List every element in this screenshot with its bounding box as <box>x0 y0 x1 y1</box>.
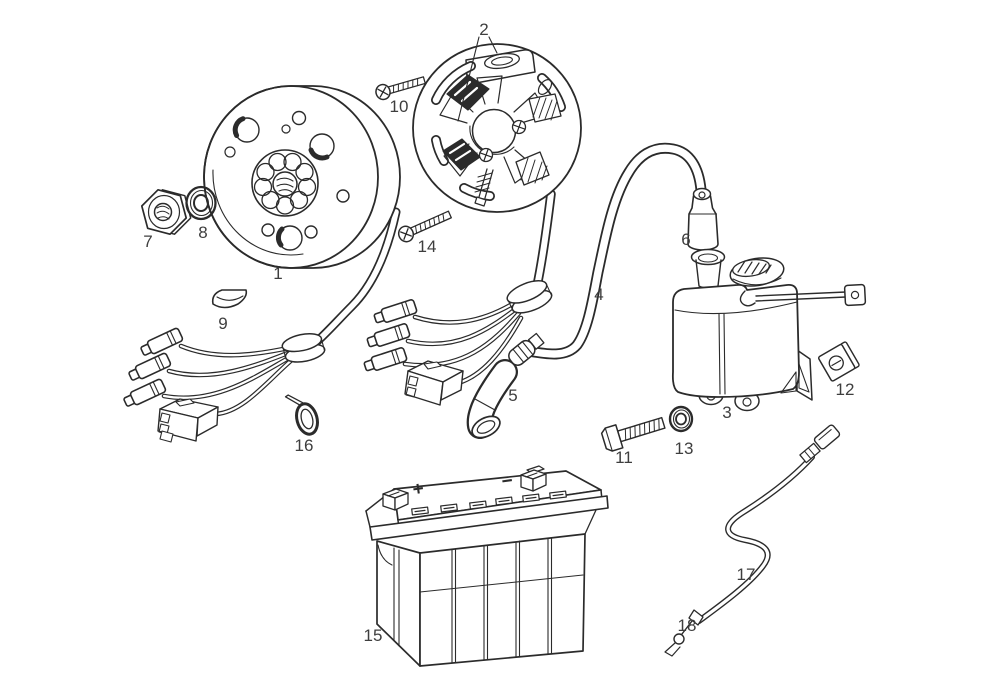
part-label-17: 17 <box>737 565 756 584</box>
ignition-coil <box>671 248 867 412</box>
spark-plug-cap <box>687 187 719 251</box>
artwork <box>123 36 867 667</box>
part-label-4: 4 <box>594 285 603 304</box>
phillips-screw <box>511 119 527 135</box>
part-label-2: 2 <box>479 20 488 39</box>
part-label-6: 6 <box>681 230 690 249</box>
part-label-5: 5 <box>508 386 517 405</box>
bullet-connector <box>373 299 418 324</box>
battery-cell-caps <box>411 490 567 516</box>
grommet <box>506 280 553 314</box>
battery-positive-mark: + <box>411 478 425 500</box>
bullet-connector <box>128 352 172 381</box>
battery-negative-terminal <box>520 465 547 492</box>
wiring-harness-left <box>123 207 401 443</box>
phillips-screw <box>478 147 494 163</box>
battery <box>365 465 609 667</box>
part-label-9: 9 <box>218 314 227 333</box>
bullet-connector <box>366 323 411 348</box>
battery-positive-terminal <box>382 488 409 511</box>
part-label-13: 13 <box>675 439 694 458</box>
woodruff-key <box>211 289 248 309</box>
part-label-15: 15 <box>364 626 383 645</box>
screw-10 <box>375 76 426 101</box>
part-label-16: 16 <box>295 436 314 455</box>
grommet <box>281 333 326 363</box>
part-label-18: 18 <box>678 616 697 635</box>
bullet-connector <box>123 378 167 407</box>
part-label-10: 10 <box>390 97 409 116</box>
cable-clamp <box>284 394 319 436</box>
washer-8 <box>185 185 217 221</box>
multipin-connector <box>157 398 219 443</box>
washer-13 <box>668 405 694 433</box>
part-label-3: 3 <box>722 403 731 422</box>
spark-plug-cable <box>466 142 707 439</box>
ground-cable <box>664 424 841 657</box>
part-label-11: 11 <box>615 448 633 467</box>
part-label-1: 1 <box>273 264 282 283</box>
battery-negative-mark: − <box>500 470 514 492</box>
flywheel-rotor <box>203 85 401 269</box>
multipin-connector <box>404 360 464 406</box>
bullet-connector <box>140 327 184 356</box>
cable-end-terminal <box>813 424 841 450</box>
terminal-lead <box>739 283 867 307</box>
flywheel-nut <box>140 188 192 236</box>
part-label-8: 8 <box>198 223 207 242</box>
part-labels: 1 2 3 4 5 6 7 8 9 10 11 12 13 14 15 16 1… <box>143 20 854 645</box>
cable-joint <box>508 332 545 366</box>
stator-plate <box>412 43 582 213</box>
battery-polarity-marks: + − <box>411 470 514 500</box>
part-label-7: 7 <box>143 232 152 251</box>
cable-terminal-18 <box>664 609 704 657</box>
leader-line-2 <box>457 36 498 122</box>
wiring-harness-middle <box>363 189 556 406</box>
part-label-14: 14 <box>418 237 437 256</box>
screw-14 <box>397 210 452 243</box>
bullet-connector <box>363 347 408 372</box>
part-label-12: 12 <box>836 380 855 399</box>
bolt-11 <box>600 416 666 452</box>
spacer-pad-12 <box>817 341 860 382</box>
